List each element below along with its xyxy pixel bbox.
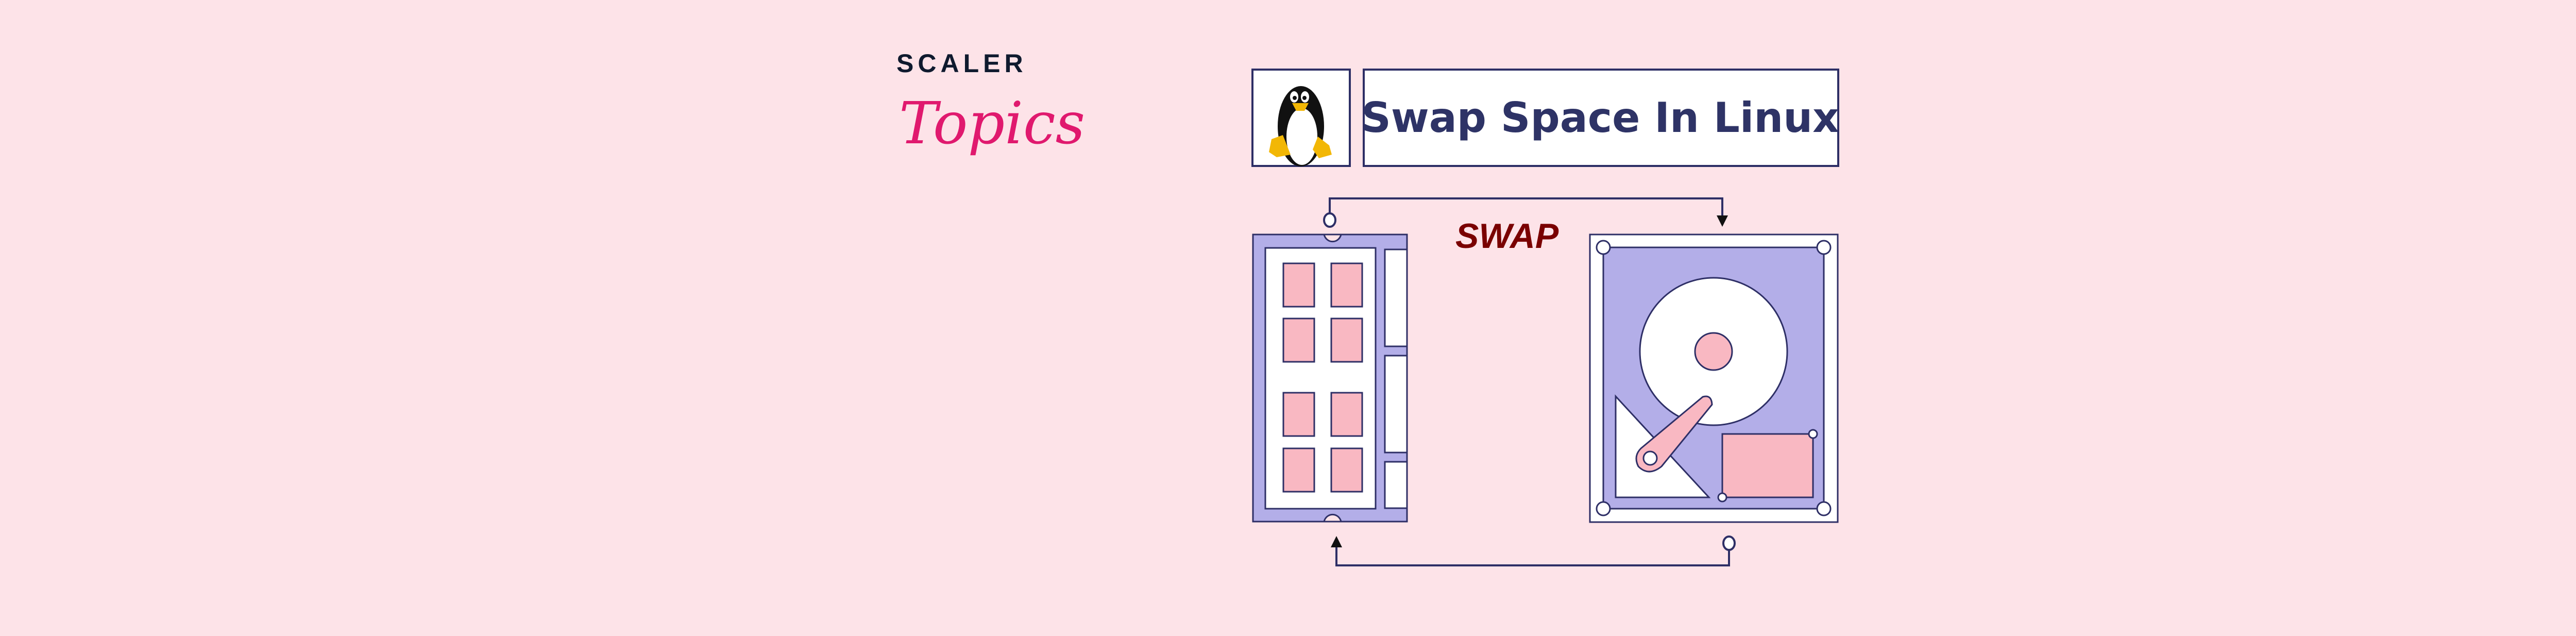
- page-title: Swap Space In Linux: [1361, 94, 1839, 142]
- logo-scaler-text: SCALER: [896, 49, 1027, 78]
- ram-module-icon: [1252, 233, 1408, 523]
- swap-out-arrow: [1323, 197, 1728, 228]
- linux-penguin-icon: [1251, 69, 1351, 167]
- swap-in-arrow: [1331, 535, 1736, 566]
- swap-label: SWAP: [1455, 216, 1559, 256]
- scaler-topics-logo: SCALER Topics: [896, 49, 1085, 157]
- hard-disk-icon: [1589, 233, 1839, 523]
- memory-chips: [1282, 262, 1363, 493]
- logo-topics-text: Topics: [899, 90, 1085, 157]
- title-box: Swap Space In Linux: [1361, 69, 1839, 167]
